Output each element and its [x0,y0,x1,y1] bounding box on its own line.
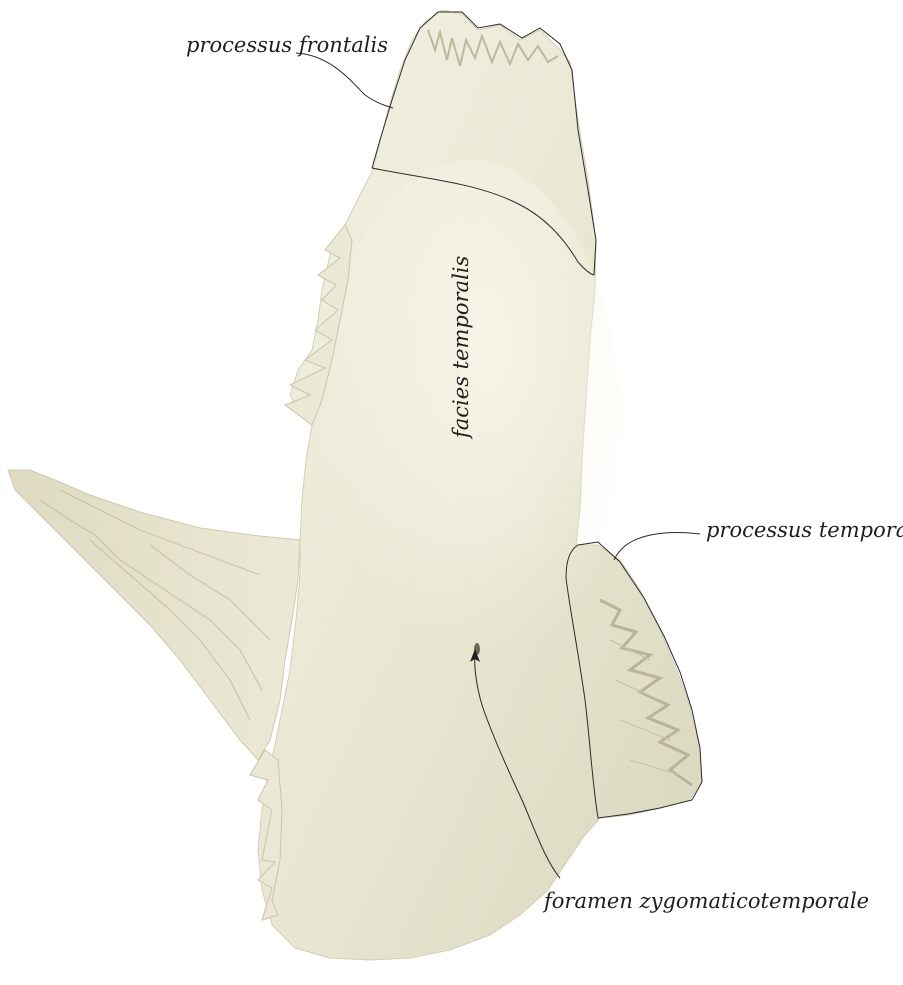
label-processus-frontalis: processus frontalis [186,33,388,57]
leader-processus-temporalis [614,533,700,561]
label-facies-temporalis: facies temporalis [449,255,473,440]
label-processus-temporalis: processus temporalis [706,518,903,542]
leader-processus-frontalis [296,53,393,108]
orbital-surface [8,470,300,760]
label-foramen-zygomaticotemporale: foramen zygomaticotemporale [542,889,869,913]
